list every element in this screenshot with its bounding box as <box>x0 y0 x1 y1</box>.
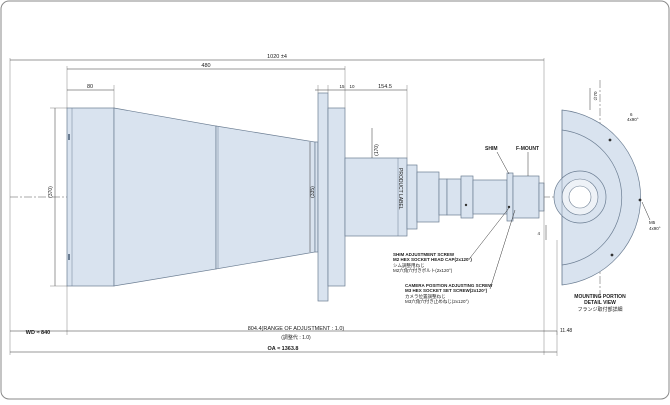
f-mount-body <box>512 175 540 219</box>
front-slot-bottom <box>68 254 70 260</box>
barrel-step-1 <box>416 171 440 223</box>
shim-leader <box>496 151 510 175</box>
barrel-step-3 <box>446 178 462 216</box>
detail-dia-text: ∅70 <box>593 91 598 100</box>
shim-screw-leader <box>469 207 510 259</box>
adjuster-ring <box>460 175 474 219</box>
detail-m5-leader <box>641 201 651 221</box>
detail-m5-angle-text: 4x90° <box>649 226 661 231</box>
detail-hole-2 <box>638 198 642 202</box>
flange-plate <box>317 92 329 302</box>
fmount-label: F-MOUNT <box>516 146 539 152</box>
shim-screw-mark <box>507 205 511 209</box>
detail-title: MOUNTING PORTION <box>574 294 626 300</box>
dim-flange-a-text: 15 <box>339 84 345 89</box>
dim-small-text: 4 <box>537 231 540 236</box>
dim-flange-dia-text: (170) <box>374 144 380 156</box>
barrel-step-2 <box>438 178 448 216</box>
dim-oa-text: OA ≈ 1363.8 <box>268 346 299 352</box>
dim-adjust-jp-text: (調整代 : 1.0) <box>281 334 311 341</box>
detail-mount-center <box>568 185 592 209</box>
dim-overall-text: 1020 ±4 <box>267 54 287 60</box>
shim-screw-label-4: M2六角穴付きボルト(2x120°) <box>393 267 453 274</box>
cam-screw-label-4: M3六角穴付き止めねじ(2x120°) <box>405 298 469 305</box>
dim-adjust-text: 804.4(RANGE OF ADJUSTMENT : 1.0) <box>248 326 345 332</box>
adjust-screw-mark <box>464 203 468 207</box>
dim-hood-text: 480 <box>201 63 210 69</box>
dim-wd-text: WD ≈ 840 <box>26 330 50 336</box>
detail-small-text: 6 <box>630 112 633 117</box>
flange-plate-step <box>327 107 346 287</box>
dim-barrel-text: 154.5 <box>378 84 392 90</box>
f-mount-lip <box>538 182 545 212</box>
dim-front-text: 80 <box>87 84 93 90</box>
hood-cone-section <box>113 107 217 287</box>
dim-gap-text: 11.48 <box>560 328 572 334</box>
cam-screw-label-3: カメラ位置調整ねじ <box>405 293 446 300</box>
cam-screw-label-1: CAMERA POSITION ADJUSTING SCREW <box>405 283 493 288</box>
detail-hole-3 <box>610 253 614 257</box>
shim-screw-label-2: M2 HEX SOCKET HEAD CAP(2x120°) <box>393 257 472 262</box>
cam-screw-label-2: M3 HEX SOCKET SET SCREW(2x120°) <box>405 288 488 293</box>
dim-flange-height-text: (335) <box>310 186 316 198</box>
dim-front-height-text: (370) <box>48 186 54 198</box>
lens-barrel <box>344 157 408 237</box>
detail-subtitle: DETAIL VIEW <box>584 300 616 306</box>
cam-screw-leader <box>489 209 516 290</box>
barrel-taper <box>406 164 418 230</box>
hood-cone-rear <box>215 125 316 270</box>
shim-label: SHIM <box>485 146 498 152</box>
detail-angle1-text: 4x90° <box>627 117 639 122</box>
detail-hole-1 <box>608 138 612 142</box>
product-label-text: PRODUCT LABEL <box>397 168 403 210</box>
detail-m5-text: M5 <box>649 220 656 225</box>
front-slot-top <box>68 134 70 140</box>
shim-screw-label-1: SHIM ADJUSTMENT SCREW <box>393 252 455 257</box>
detail-jp-title: フランジ取付部詳細 <box>577 306 622 313</box>
shim-screw-label-3: シム調整用ねじ <box>393 262 425 269</box>
shim-ring <box>506 172 514 222</box>
dim-flange-b-text: 10 <box>349 84 355 89</box>
hood-front-section <box>66 107 115 287</box>
camera-adapter <box>472 179 508 215</box>
